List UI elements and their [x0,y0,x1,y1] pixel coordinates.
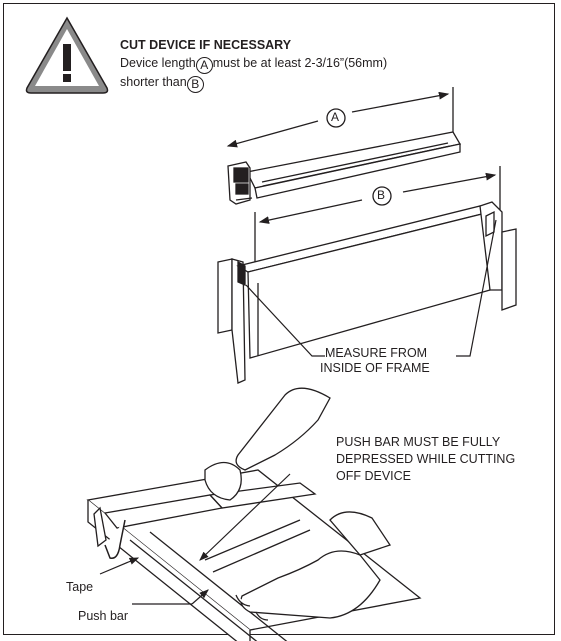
cutting-illustration [86,387,422,641]
door-frame-drawing [217,201,517,384]
dimension-a-line [226,87,454,148]
dimension-b-badge: B [186,76,204,93]
cut-note-line-2: DEPRESSED WHILE CUTTING [336,452,516,466]
warning-triangle-icon [25,16,109,94]
callout-leaders [99,473,291,605]
push-bar-label: Push bar [78,609,129,623]
exit-device-drawing [227,131,462,205]
cut-note-line-3: OFF DEVICE [336,469,412,483]
measure-label-line-2: INSIDE OF FRAME [320,361,430,375]
dimension-b-label: B [377,188,386,202]
measure-label-line-1: MEASURE FROM [325,346,428,360]
warning-line-2-prefix: shorter than [120,75,187,89]
tape-label: Tape [66,580,94,594]
dimension-b-line [254,166,501,262]
warning-title: CUT DEVICE IF NECESSARY [120,38,292,52]
warning-line-1-prefix: Device length [120,56,196,70]
dimension-a-badge: A [195,57,213,74]
cut-note-line-1: PUSH BAR MUST BE FULLY [336,435,501,449]
dimension-a-label: A [331,110,340,124]
warning-line-1-suffix: must be at least 2-3/16”(56mm) [212,56,388,70]
measure-leader-lines [245,219,497,357]
